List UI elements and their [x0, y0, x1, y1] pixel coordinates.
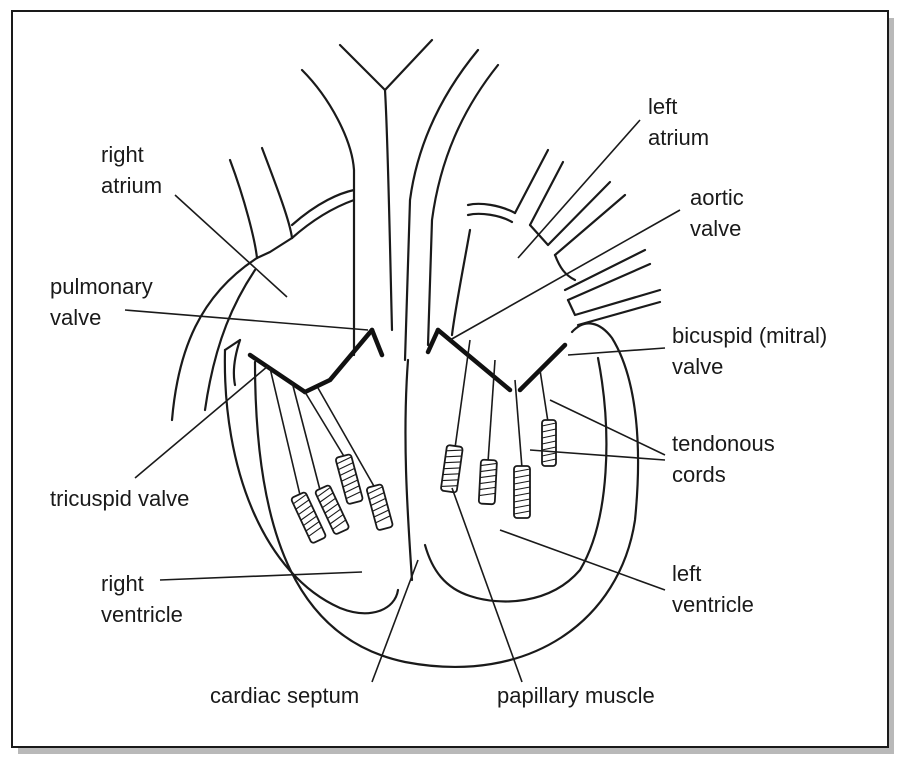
label-right-atrium: right atrium [101, 142, 163, 198]
label-right-ventricle: right ventricle [101, 571, 183, 627]
label-left-ventricle: left ventricle [672, 561, 754, 617]
leader-aortic-valve [449, 209, 681, 341]
leader-tricuspid-valve [134, 365, 269, 479]
label-cardiac-septum: cardiac septum [210, 683, 360, 708]
heart-outer-wall [170, 256, 640, 668]
leader-cords-lower [529, 449, 666, 461]
pulmonary-veins [450, 148, 662, 337]
leader-cardiac-septum [371, 559, 419, 683]
tendonous-cords-lines [269, 339, 549, 496]
label-tricuspid-valve: tricuspid valve [50, 486, 190, 511]
leader-right-atrium [174, 194, 288, 298]
leader-left-atrium [517, 119, 641, 259]
vena-cava [203, 146, 294, 412]
label-papillary-muscle: papillary muscle [497, 683, 655, 708]
label-bicuspid-valve: bicuspid (mitral) valve [672, 323, 828, 379]
leader-lines [124, 119, 681, 683]
label-pulmonary-valve: pulmonary valve [50, 274, 153, 330]
leader-pulmonary-valve [124, 309, 369, 331]
label-aortic-valve: aortic valve [690, 185, 744, 241]
aortic-valve-leaflets [425, 327, 441, 355]
leader-cords-upper [549, 399, 666, 456]
label-left-atrium: left atrium [648, 94, 710, 150]
pulmonary-valve-leaflets [369, 327, 385, 358]
label-tendonous-cords: tendonous cords [672, 431, 775, 487]
papillary-muscles [290, 419, 557, 544]
tricuspid-valve-leaflets [247, 327, 375, 395]
pulmonary-artery [290, 38, 434, 357]
leader-bicuspid-valve [567, 347, 666, 356]
diagram-frame [11, 10, 889, 748]
leader-left-ventricle [499, 529, 666, 591]
leader-right-ventricle [159, 571, 363, 581]
leader-papillary-muscle [451, 487, 523, 683]
mitral-valve-leaflets [435, 327, 568, 393]
aorta [403, 48, 500, 582]
